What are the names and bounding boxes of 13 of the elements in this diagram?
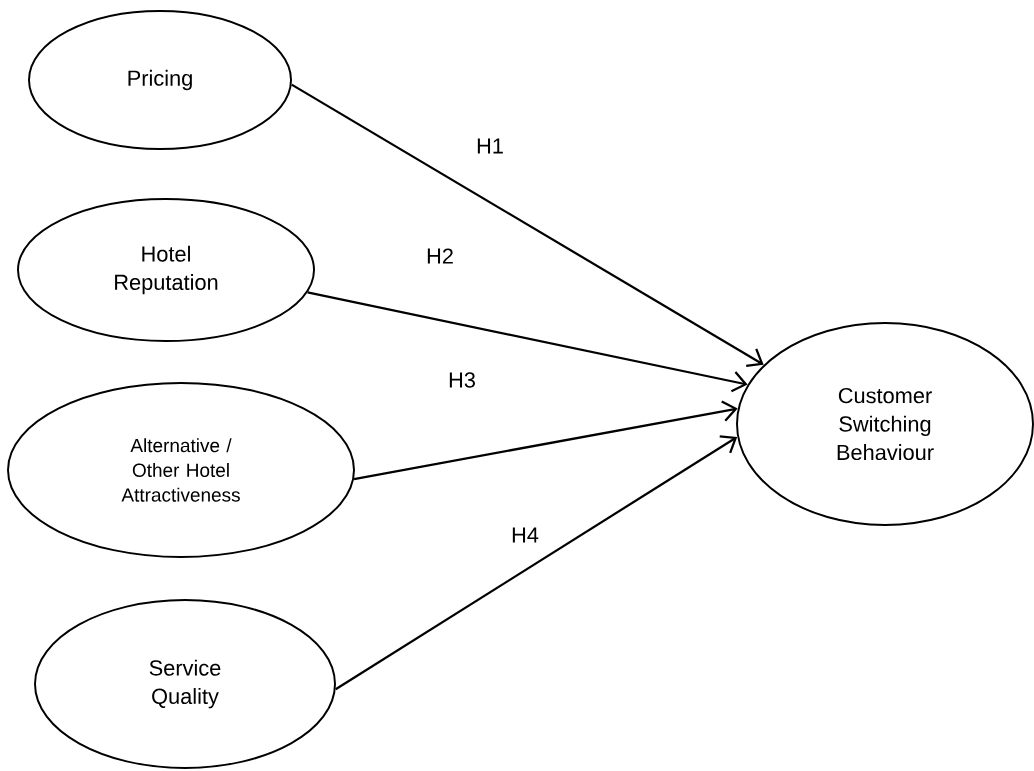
arrow [307,291,748,393]
edge-label: H3 [446,370,478,390]
oval-node: Pricing [28,10,292,150]
oval-node: Service Quality [34,599,336,769]
oval-node: Hotel Reputation [17,198,315,342]
oval-node: Alternative / Other Hotel Attractiveness [7,382,355,558]
arrow [353,400,738,481]
edge-label: H1 [474,137,506,155]
oval-node: Customer Switching Behaviour [736,322,1034,526]
edge-label: H4 [509,526,541,544]
arrow [335,435,738,691]
edge-label: H2 [424,247,456,265]
arrow [291,83,764,367]
